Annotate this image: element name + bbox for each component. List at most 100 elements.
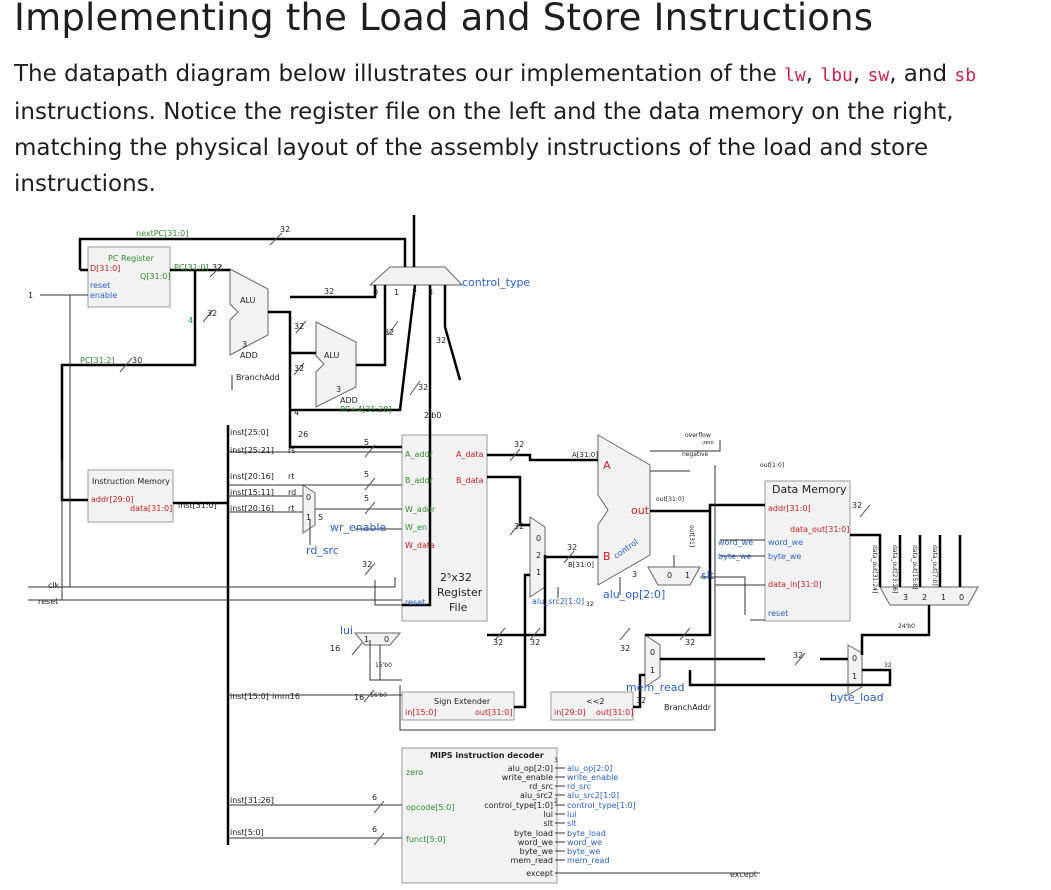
sig-alu-op: alu_op[2:0]: [567, 764, 612, 773]
dec-out-byte-we: byte_we: [520, 847, 553, 856]
inst-20-16-label-a: inst[20:16]: [230, 472, 274, 481]
mem-mux-0: 0: [650, 648, 655, 657]
alu-b31-label: B[31:0]: [568, 561, 594, 569]
pc-mux-3: 3: [428, 288, 433, 297]
width-32-rf-b: 32: [493, 638, 503, 647]
signal-wires: [28, 294, 765, 839]
width-32-mux-3: 32: [418, 383, 428, 392]
intro-sep-1: ,: [805, 61, 821, 87]
width-32-branch-in2: 32: [294, 364, 304, 373]
word-we-wire: word_we: [718, 538, 753, 547]
rt-label-a: rt: [288, 472, 294, 481]
rd-src-label: rd_src: [306, 544, 339, 557]
rf-w-addr: W_addr: [405, 505, 436, 514]
pc4-upper-label: PC+4[31:28]: [340, 405, 392, 414]
rf-title: 2⁵x32: [440, 571, 472, 584]
out-1-0-label: out[1:0]: [760, 462, 784, 469]
dec-out-control-type: control_type[1:0]: [484, 801, 553, 810]
rd-src-mux: [302, 484, 316, 534]
width-5-rt: 5: [364, 470, 369, 479]
sig-mem-read: mem_read: [567, 856, 610, 865]
alu-src-mux-1: 1: [536, 568, 541, 577]
reset-label: reset: [38, 597, 58, 606]
decoder-funct: funct[5:0]: [406, 835, 446, 844]
pc-upper-label: PC[31:2]: [80, 356, 115, 365]
decoder-output-ports: alu_op[2:0] write_enable rd_src alu_src2…: [484, 764, 553, 878]
byte-15-8: data_out[15:8]: [911, 545, 918, 590]
sig-lui: lui: [567, 810, 577, 819]
pc-register-box: [87, 246, 171, 308]
width-16-lui: 16: [330, 644, 340, 653]
pc-mux-1: 1: [394, 288, 399, 297]
page-title: Implementing the Load and Store Instruct…: [14, 0, 874, 39]
shift-title: <<2: [586, 697, 605, 706]
width-16-se: 16: [354, 693, 364, 702]
byte-7-0: data_out[7:0]: [931, 545, 938, 586]
dec-out-slt: slt: [543, 819, 553, 828]
width-5-mux: 5: [318, 513, 323, 522]
width-slashes: [119, 232, 871, 846]
mem-read-label: mem_read: [626, 681, 684, 694]
dec-out-write-enable: write_enable: [502, 773, 553, 782]
decoder-src2-2: 2: [554, 798, 558, 805]
sig-rd-src: rd_src: [567, 782, 591, 791]
dec-out-lui: lui: [543, 810, 553, 819]
register-file-box: [401, 434, 488, 622]
width-32-pc: 32: [212, 263, 222, 272]
byte-select-mux: [879, 586, 979, 606]
slt-label: slt: [701, 569, 715, 582]
width-32-branch-out: 32: [384, 328, 394, 337]
rd-mux-0: 0: [306, 493, 311, 502]
width-32-mem-mux: 32: [620, 644, 630, 653]
lui-mux-1: 1: [364, 635, 369, 644]
width-32-wdata: 32: [362, 560, 372, 569]
rf-w-en: W_en: [405, 523, 427, 532]
rf-w-data: W_data: [405, 541, 435, 550]
dec-out-byte-load: byte_load: [514, 829, 553, 838]
dm-din-port: data_in[31:0]: [768, 580, 822, 589]
alu-src-mux-2: 2: [536, 551, 541, 560]
pc-d-port: D[31:0]: [90, 264, 120, 273]
imem-data-port: data[31:0]: [130, 504, 172, 513]
sig-byte-we: byte_we: [567, 847, 600, 856]
imem-title: Instruction Memory: [92, 477, 170, 486]
code-sw: sw: [867, 65, 890, 86]
sig-alu-src2: alu_src2[1:0]: [567, 791, 619, 800]
rf-file: File: [449, 601, 468, 614]
inst-5-0-label: inst[5:0]: [230, 828, 264, 837]
width-32-top: 32: [280, 225, 290, 234]
dec-out-except: except: [526, 869, 553, 878]
sign-ext-title: Sign Extender: [434, 697, 491, 706]
slt-mux-1: 1: [685, 571, 690, 580]
byte-load-mux: [847, 644, 863, 696]
alu-op-3: 3: [632, 570, 637, 579]
negative-label: negative: [682, 451, 709, 458]
sig-control-type: control_type[1:0]: [567, 801, 636, 810]
out-bits-label: out[31:0]: [656, 496, 684, 503]
width-32-byte: 32: [884, 662, 892, 669]
branch-add-label: BranchAdd: [236, 373, 280, 382]
bus-wires: [60, 215, 962, 845]
decoder-signal-names: alu_op[2:0] write_enable rd_src alu_src2…: [567, 764, 636, 865]
dm-dout-port: data_out[31:0]: [790, 525, 849, 534]
width-32-src2: 32: [586, 601, 594, 608]
alu-src2-label: alu_src2[1:0]: [532, 597, 584, 606]
se-out-port: out[31:0]: [475, 708, 512, 717]
branch-alu-op-3: 3: [336, 385, 341, 394]
rf-register: Register: [437, 586, 483, 599]
dec-out-word-we: word_we: [518, 838, 553, 847]
width-32-mux-b: 32: [514, 522, 524, 531]
lui-mux: [353, 632, 402, 646]
pc-alu-op-3: 3: [242, 340, 247, 349]
instruction-memory-box: [87, 469, 174, 523]
slt-mux: [647, 566, 701, 586]
main-alu: [597, 434, 651, 586]
dm-wwe-port: word_we: [768, 538, 803, 547]
byte-23-16: data_out[23:16]: [891, 545, 898, 593]
intro-paragraph: The datapath diagram below illustrates o…: [14, 56, 1004, 202]
decoder-op-3: 3: [554, 757, 558, 764]
intro-sep-2: ,: [852, 61, 868, 87]
rd-mux-1: 1: [306, 513, 311, 522]
enable-const-1: 1: [28, 291, 33, 300]
width-32-mem-mux-out: 32: [685, 638, 695, 647]
